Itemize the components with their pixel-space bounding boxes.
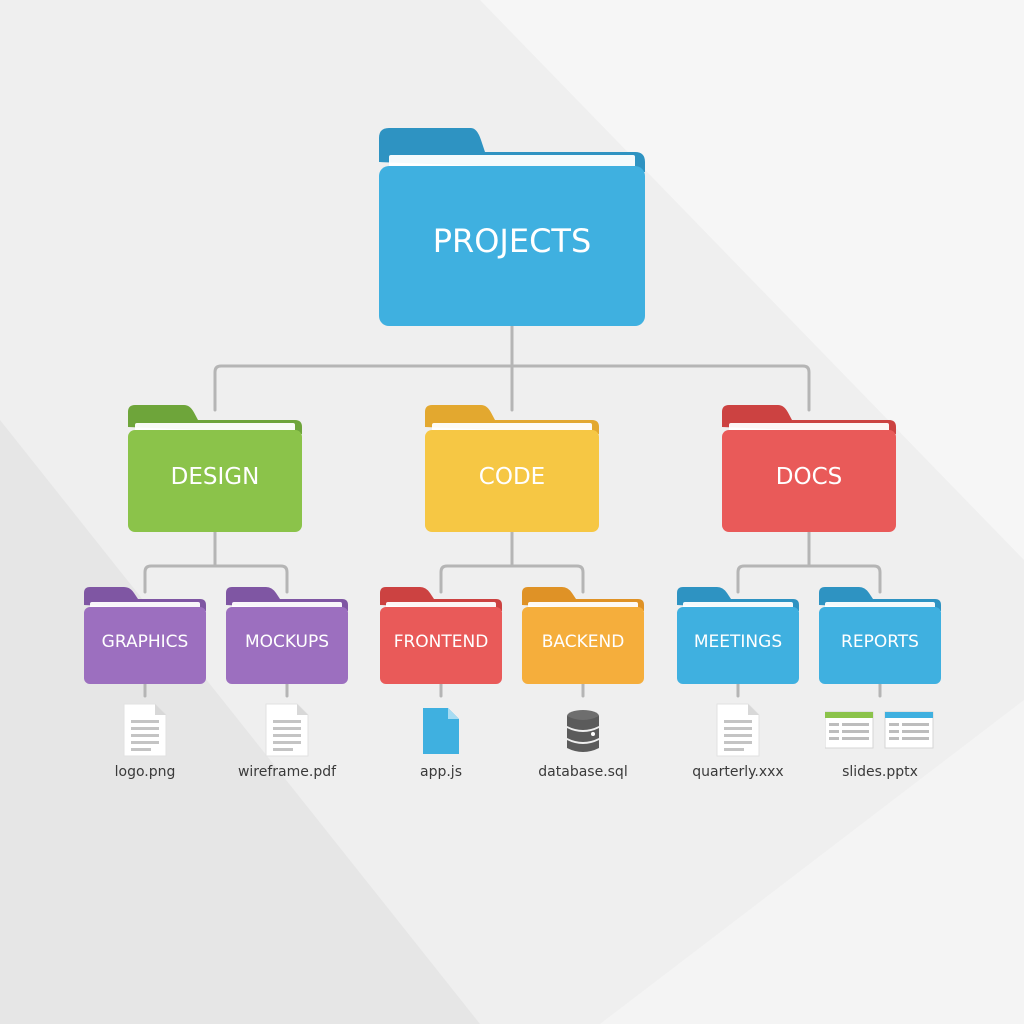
folder-label: MOCKUPS	[244, 632, 330, 652]
folder-graphics[interactable]: GRAPHICS	[84, 587, 206, 684]
folder-frontend[interactable]: FRONTEND	[380, 587, 502, 684]
file-name: slides.pptx	[842, 764, 918, 780]
file-name: logo.png	[114, 764, 176, 780]
folder-code[interactable]: CODE	[425, 405, 599, 532]
folder-backend[interactable]: BACKEND	[522, 587, 644, 684]
file-item[interactable]	[563, 706, 603, 756]
file-name: wireframe.pdf	[237, 764, 337, 780]
folder-projects[interactable]: PROJECTS	[379, 128, 645, 326]
folder-label: DOCS	[775, 464, 843, 490]
file-name: app.js	[420, 764, 462, 780]
folder-label: GRAPHICS	[101, 632, 189, 652]
folder-meetings[interactable]: MEETINGS	[677, 587, 799, 684]
folder-mockups[interactable]: MOCKUPS	[226, 587, 348, 684]
file-item[interactable]	[122, 702, 168, 758]
folder-reports[interactable]: REPORTS	[819, 587, 941, 684]
file-item[interactable]	[264, 702, 310, 758]
folder-label: PROJECTS	[432, 222, 592, 260]
folder-label: BACKEND	[541, 632, 625, 652]
file-item[interactable]	[715, 702, 761, 758]
file-name: quarterly.xxx	[692, 764, 784, 780]
folder-label: DESIGN	[170, 464, 260, 490]
folder-label: REPORTS	[841, 632, 919, 652]
file-item[interactable]	[825, 706, 935, 756]
folder-label: CODE	[478, 464, 546, 490]
folder-docs[interactable]: DOCS	[722, 405, 896, 532]
folder-design[interactable]: DESIGN	[128, 405, 302, 532]
folder-label: MEETINGS	[693, 632, 783, 652]
folder-label: FRONTEND	[393, 632, 489, 652]
file-name: database.sql	[538, 764, 628, 780]
file-item[interactable]	[421, 706, 461, 756]
